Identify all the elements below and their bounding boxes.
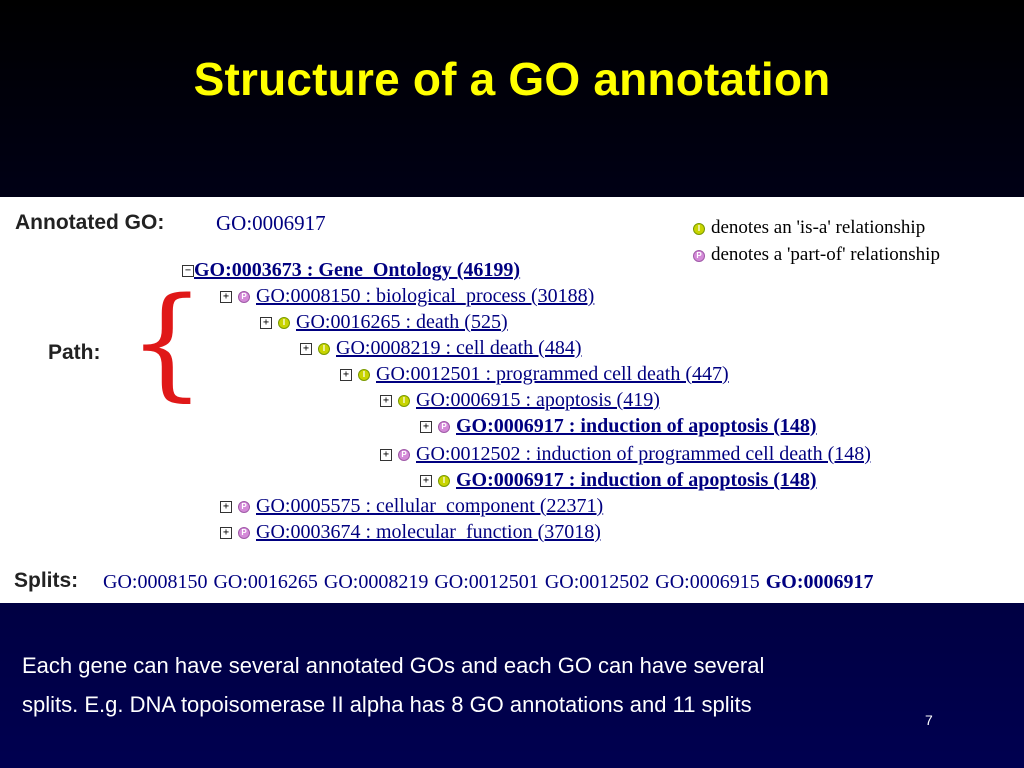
split-id: GO:0008150 <box>103 571 208 593</box>
annotated-go-id[interactable]: GO:0006917 <box>216 211 326 235</box>
tree-row: + P GO:0008150 : biological_process (30188… <box>220 285 594 309</box>
tree-row: + I GO:0006915 : apoptosis (419) <box>380 389 660 413</box>
expand-icon[interactable]: + <box>380 449 392 462</box>
legend-part-of-text: denotes a 'part-of' relationship <box>711 244 940 265</box>
tree-row: + I GO:0006917 : induction of apoptosis (1… <box>420 469 817 493</box>
go-term-link[interactable]: GO:0012501 : programmed cell death (447) <box>376 363 729 385</box>
is-a-icon: I <box>693 222 705 235</box>
go-term-link[interactable]: GO:0006917 : induction of apoptosis (148… <box>456 415 817 437</box>
path-brace-icon: { <box>128 271 206 413</box>
part-of-icon: P <box>438 421 450 434</box>
expand-icon[interactable]: + <box>420 421 432 434</box>
tree-row: + I GO:0012501 : programmed cell death (44… <box>340 363 729 387</box>
part-of-icon: P <box>693 249 705 262</box>
go-term-link[interactable]: GO:0006917 : induction of apoptosis (148… <box>456 469 817 491</box>
split-id: GO:0006917 <box>765 571 874 593</box>
go-term-link[interactable]: GO:0003674 : molecular_function (37018) <box>256 521 601 543</box>
is-a-icon: I <box>398 395 410 408</box>
part-of-icon: P <box>238 291 250 304</box>
expand-icon[interactable]: + <box>220 501 232 514</box>
slide-title: Structure of a GO annotation <box>193 53 831 105</box>
expand-icon[interactable]: + <box>220 291 232 304</box>
split-id: GO:0012502 <box>544 571 650 593</box>
go-term-link[interactable]: GO:0016265 : death (525) <box>296 311 508 333</box>
collapse-icon[interactable]: − <box>182 265 194 278</box>
go-term-link[interactable]: GO:0005575 : cellular_component (22371) <box>256 495 604 517</box>
expand-icon[interactable]: + <box>340 369 352 382</box>
annotated-go-label: Annotated GO: <box>15 211 165 234</box>
go-term-link[interactable]: GO:0012502 : induction of programmed cel… <box>416 443 871 465</box>
tree-row: + P GO:0012502 : induction of programmed c… <box>380 443 871 467</box>
path-label: Path: <box>48 341 101 364</box>
part-of-icon: P <box>398 449 410 462</box>
tree-row: + I GO:0016265 : death (525) <box>260 311 508 335</box>
go-term-link[interactable]: GO:0008150 : biological_process (30188) <box>256 285 595 307</box>
expand-icon[interactable]: + <box>380 395 392 408</box>
tree-row: + I GO:0008219 : cell death (484) <box>300 337 582 361</box>
part-of-icon: P <box>238 527 250 540</box>
caption-line-2: splits. E.g. DNA topoisomerase II alpha … <box>22 692 752 717</box>
tree-row: + P GO:0003674 : molecular_function (37018… <box>220 521 601 545</box>
expand-icon[interactable]: + <box>420 475 432 488</box>
splits-label: Splits: <box>14 569 79 592</box>
split-id: GO:0006915 <box>655 571 760 593</box>
split-id: GO:0012501 <box>434 571 539 593</box>
page-number: 7 <box>925 712 933 728</box>
go-term-link[interactable]: GO:0006915 : apoptosis (419) <box>416 389 660 411</box>
expand-icon[interactable]: + <box>220 527 232 540</box>
tree-row: + P GO:0005575 : cellular_component (22371… <box>220 495 603 519</box>
tree-row: −GO:0003673 : Gene_Ontology (46199) <box>182 259 520 283</box>
is-a-icon: I <box>278 317 290 330</box>
part-of-icon: P <box>238 501 250 514</box>
split-id: GO:0008219 <box>323 571 429 593</box>
go-term-link[interactable]: GO:0008219 : cell death (484) <box>336 337 582 359</box>
tree-row: + P GO:0006917 : induction of apoptosis (1… <box>420 415 817 439</box>
caption-line-1: Each gene can have several annotated GOs… <box>22 653 765 678</box>
is-a-icon: I <box>318 343 330 356</box>
is-a-icon: I <box>438 475 450 488</box>
is-a-icon: I <box>358 369 370 382</box>
expand-icon[interactable]: + <box>300 343 312 356</box>
split-id: GO:0016265 <box>213 571 318 593</box>
legend-is-a-text: denotes an 'is-a' relationship <box>711 217 926 238</box>
go-term-link[interactable]: GO:0003673 : Gene_Ontology (46199) <box>194 259 521 281</box>
expand-icon[interactable]: + <box>260 317 272 330</box>
